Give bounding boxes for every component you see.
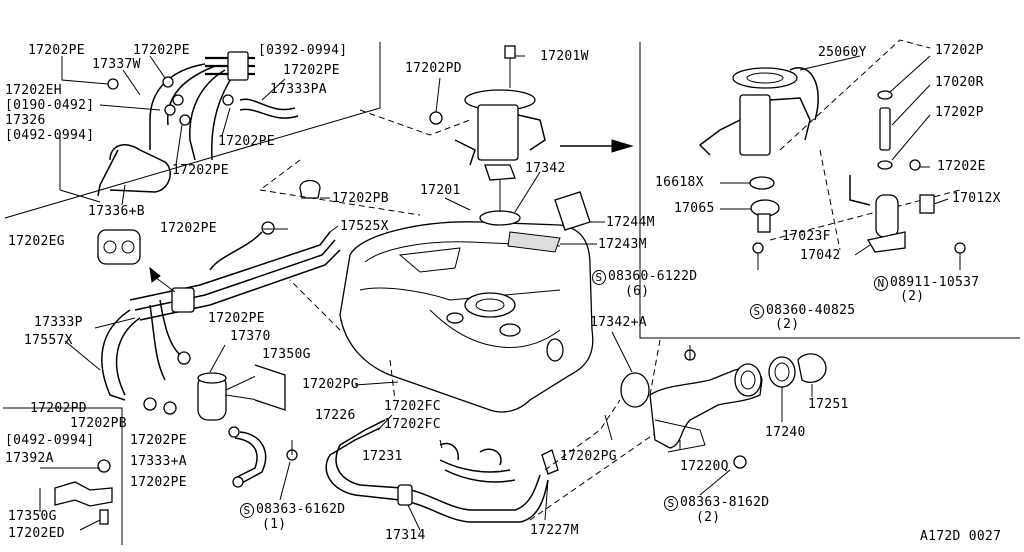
label-qty-2-c: (2) [696, 510, 721, 525]
label-date-range-0492-0994-a: [0492-0994] [5, 128, 95, 143]
label-17227m: 17227M [530, 523, 579, 538]
evap-hose-bundle [101, 221, 341, 415]
label-17350g-a: 17350G [262, 347, 311, 362]
diagram-code: A172D 0027 [920, 529, 1002, 544]
label-17201: 17201 [420, 183, 461, 198]
label-17202ed: 17202ED [8, 526, 65, 541]
symbol-s-08360-40825: S [750, 304, 764, 319]
upper-left-leaders [59, 55, 286, 206]
label-17202e: 17202E [937, 159, 986, 174]
label-17042: 17042 [800, 248, 841, 263]
label-17326: 17326 [5, 113, 46, 128]
label-17202pe-e: 17202PE [172, 163, 229, 178]
canister-17370 [197, 344, 298, 488]
clip-17202pb [258, 159, 421, 216]
label-qty-1-a: (1) [262, 517, 287, 532]
label-17065: 17065 [674, 201, 715, 216]
label-17202p-a: 17202P [935, 43, 984, 58]
label-25060y: 25060Y [818, 45, 867, 60]
label-08363-8162d: 08363-8162D [680, 495, 770, 510]
label-date-range-0190-0492: [0190-0492] [5, 98, 95, 113]
label-17202pe-i: 17202PE [130, 475, 187, 490]
label-17220q: 17220Q [680, 459, 729, 474]
filler-cap [768, 353, 827, 422]
fuel-pump-detail [698, 39, 966, 270]
label-qty-2-b: (2) [775, 317, 800, 332]
label-17202pg-b: 17202PG [560, 449, 617, 464]
label-17333pa: 17333PA [270, 82, 327, 97]
label-17202pe-f: 17202PE [160, 221, 217, 236]
symbol-s-08363-8162d: S [664, 496, 678, 511]
label-17202pe-a: 17202PE [28, 43, 85, 58]
filler-hoses [325, 399, 661, 523]
label-17202pe-d: 17202PE [218, 134, 275, 149]
label-17020r: 17020R [935, 75, 984, 90]
label-08360-40825: 08360-40825 [766, 303, 856, 318]
fuel-tank-17201 [289, 221, 594, 413]
filler-pipe-17220q [620, 339, 763, 469]
label-08363-6162d: 08363-6162D [256, 502, 346, 517]
label-17231: 17231 [362, 449, 403, 464]
label-17557x: 17557X [24, 333, 73, 348]
label-17251: 17251 [808, 397, 849, 412]
label-17392a: 17392A [5, 451, 54, 466]
label-08360-6122d: 08360-6122D [608, 269, 698, 284]
label-17202eh: 17202EH [5, 83, 62, 98]
label-17314: 17314 [385, 528, 426, 543]
label-date-range-0492-0994-b: [0492-0994] [5, 433, 95, 448]
sending-unit [359, 45, 546, 226]
label-17240: 17240 [765, 425, 806, 440]
label-17202pe-h: 17202PE [130, 433, 187, 448]
label-17244m: 17244M [606, 215, 655, 230]
label-17525x: 17525X [340, 219, 389, 234]
detail-leaders [720, 55, 949, 256]
label-17012x: 17012X [952, 191, 1001, 206]
upper-left-separator [4, 42, 381, 219]
label-date-range-0392-0994: [0392-0994] [258, 43, 348, 58]
label-17350g-b: 17350G [8, 509, 57, 524]
detail-arrow [560, 139, 634, 153]
label-17202pe-c: 17202PE [283, 63, 340, 78]
label-17201w: 17201W [540, 49, 589, 64]
lower-left-box [3, 407, 123, 545]
upper-hose-cluster [59, 51, 299, 203]
label-qty-6: (6) [625, 284, 650, 299]
label-17202eg: 17202EG [8, 234, 65, 249]
label-17202pe-b: 17202PE [133, 43, 190, 58]
label-17202pg-a: 17202PG [302, 377, 359, 392]
label-17336b: 17336+B [88, 204, 145, 219]
label-17202fc-b: 17202FC [384, 417, 441, 432]
label-17333p: 17333P [34, 315, 83, 330]
label-08911-10537: 08911-10537 [890, 275, 980, 290]
label-17202pb-a: 17202PB [332, 191, 389, 206]
label-17202pd-b: 17202PD [30, 401, 87, 416]
label-17370: 17370 [230, 329, 271, 344]
clip-17202eg [97, 229, 176, 293]
label-17202pb-b: 17202PB [70, 416, 127, 431]
label-17023f: 17023F [782, 229, 831, 244]
label-17337w: 17337W [92, 57, 141, 72]
symbol-s-08363-6162d: S [240, 503, 254, 518]
label-17243m: 17243M [598, 237, 647, 252]
label-17342a: 17342+A [590, 315, 647, 330]
symbol-n-08911-10537: N [874, 276, 888, 291]
middle-leaders [64, 55, 731, 531]
label-17342: 17342 [525, 161, 566, 176]
symbol-s-08360-6122d: S [592, 270, 606, 285]
label-qty-2-a: (2) [900, 289, 925, 304]
label-17202pe-g: 17202PE [208, 311, 265, 326]
label-17202fc-a: 17202FC [384, 399, 441, 414]
label-17226: 17226 [315, 408, 356, 423]
label-17333a: 17333+A [130, 454, 187, 469]
bracket-17350g [39, 459, 113, 531]
label-17202p-b: 17202P [935, 105, 984, 120]
label-17202pd-a: 17202PD [405, 61, 462, 76]
tank-pads [507, 191, 605, 253]
label-16618x: 16618X [655, 175, 704, 190]
right-detail-box [639, 42, 1020, 339]
